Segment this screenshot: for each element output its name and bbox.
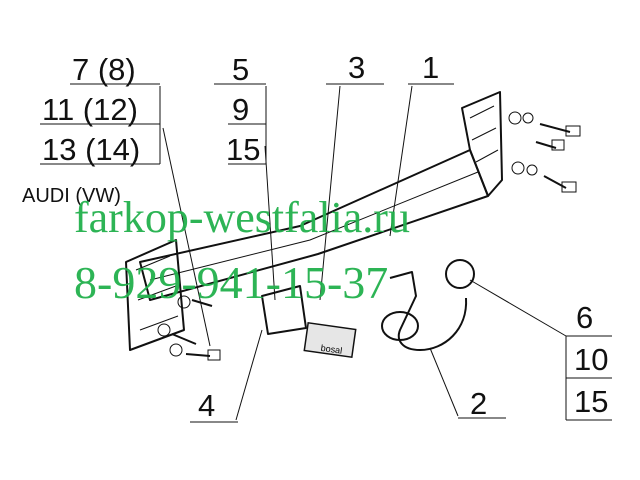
callout-4-number: 4 xyxy=(198,388,215,423)
callout-left-2: 11 (12) xyxy=(42,92,138,127)
data-plate xyxy=(303,321,357,359)
callout-mid-3: 15 xyxy=(226,132,260,167)
callout-1-number: 1 xyxy=(422,50,439,85)
callout-mid-1: 5 xyxy=(232,52,249,87)
right-bracket xyxy=(461,91,503,197)
callout-right-3: 15 xyxy=(574,384,608,419)
left-bolts xyxy=(157,295,221,361)
callout-right-1: 6 xyxy=(576,300,593,335)
callout-mid: 5 9 15 xyxy=(214,52,267,167)
plate-text: bosal xyxy=(320,343,343,356)
leader-left xyxy=(162,127,211,347)
left-bracket xyxy=(125,239,185,351)
callout-right-2: 10 xyxy=(574,342,608,377)
callout-3: 3 xyxy=(326,50,384,85)
tow-ball-neck xyxy=(389,271,468,351)
leader-3 xyxy=(319,85,341,301)
leader-4 xyxy=(235,329,263,421)
callout-4: 4 xyxy=(190,388,238,423)
callout-left: 7 (8) 11 (12) 13 (14) xyxy=(40,52,161,167)
callout-left-1: 7 (8) xyxy=(72,52,136,87)
leader-5 xyxy=(264,145,276,301)
callout-1: 1 xyxy=(408,50,454,85)
watermark: farkop-westfalia.ru 8-929-941-15-37 xyxy=(74,193,410,308)
callout-left-3: 13 (14) xyxy=(42,132,140,167)
socket-bracket xyxy=(261,285,307,335)
leader-lines xyxy=(162,85,567,421)
tow-ball xyxy=(445,259,475,289)
leader-1 xyxy=(389,85,413,237)
cross-beam xyxy=(139,149,489,301)
brand-label: AUDI (VW) xyxy=(22,185,121,207)
watermark-phone: 8-929-941-15-37 xyxy=(74,257,388,308)
ball-flange xyxy=(381,311,419,341)
callout-right: 6 10 15 xyxy=(565,300,612,421)
watermark-site: farkop-westfalia.ru xyxy=(74,193,410,242)
callout-3-number: 3 xyxy=(348,50,365,85)
callout-2-number: 2 xyxy=(470,386,487,421)
leader-2 xyxy=(429,347,459,417)
leader-6 xyxy=(469,279,567,337)
right-bolts xyxy=(508,111,581,193)
callout-2: 2 xyxy=(458,386,506,421)
callout-mid-2: 9 xyxy=(232,92,249,127)
towbar-drawing: bosal xyxy=(125,91,581,361)
